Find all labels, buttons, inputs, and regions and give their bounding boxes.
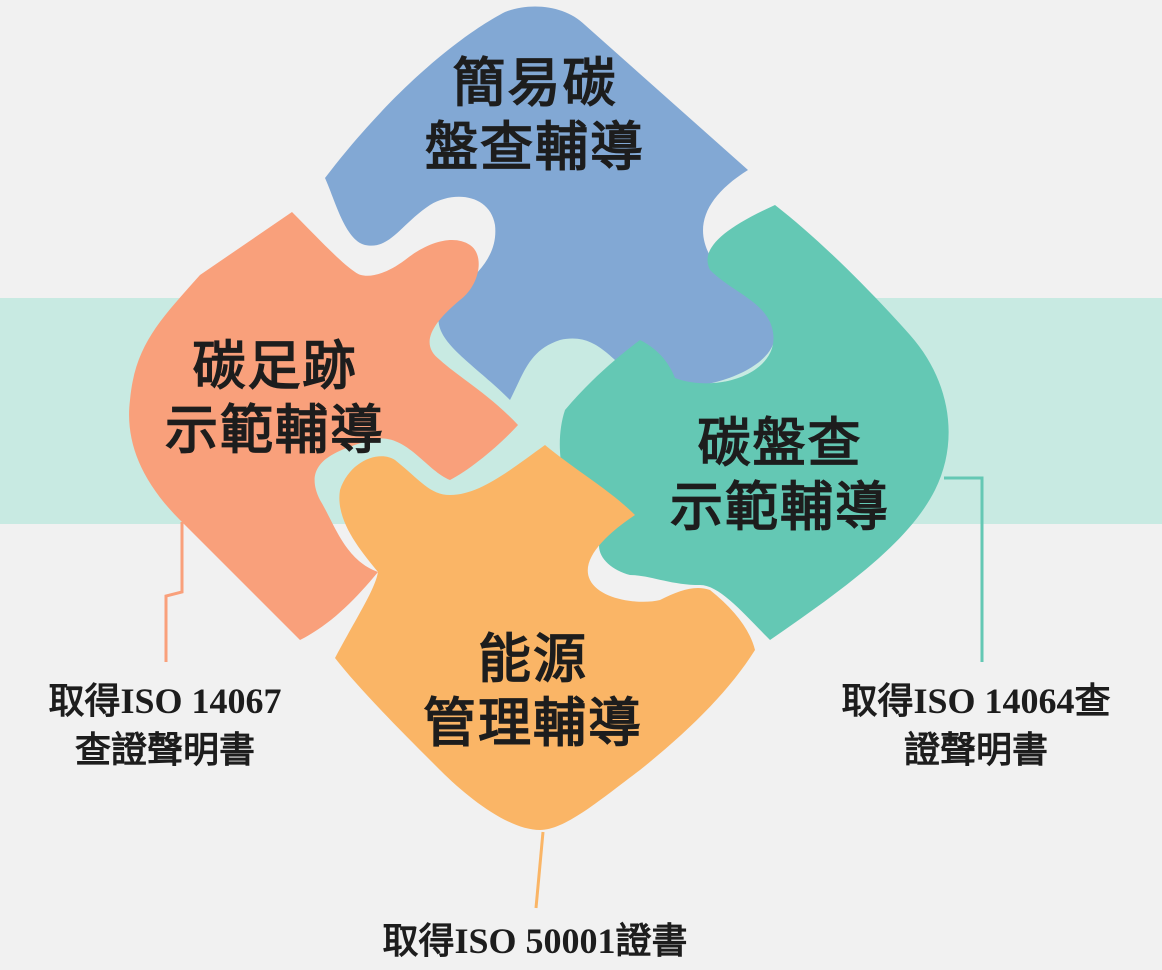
label-bottom-line1: 能源 (478, 629, 588, 690)
label-left-piece: 碳足跡 示範輔導 (140, 335, 410, 463)
cert-right-line2: 證聲明書 (903, 730, 1048, 771)
cert-caption-right: 取得ISO 14064查 證聲明書 (790, 676, 1162, 776)
label-right-line1: 碳盤查 (697, 413, 863, 474)
puzzle-piece-top (325, 6, 776, 401)
cert-left-line2: 查證聲明書 (74, 730, 255, 771)
label-bottom-line2: 管理輔導 (423, 693, 643, 754)
puzzle-piece-right (559, 205, 949, 640)
cert-right-line1: 取得ISO 14064查 (841, 681, 1111, 721)
label-right-line2: 示範輔導 (670, 477, 890, 538)
label-left-line1: 碳足跡 (192, 336, 358, 397)
connector-line-bottom (534, 831, 545, 909)
puzzle-piece-bottom (335, 445, 755, 830)
label-top-line1: 簡易碳 (452, 53, 618, 114)
cert-bottom-line1: 取得ISO 50001證書 (382, 921, 688, 961)
connector-line-right (944, 476, 984, 662)
puzzle-piece-left (129, 212, 519, 640)
label-top-line2: 盤查輔導 (425, 117, 645, 178)
label-right-piece: 碳盤查 示範輔導 (645, 412, 915, 540)
label-bottom-piece: 能源 管理輔導 (398, 628, 668, 756)
connector-line-left (164, 522, 184, 662)
cert-caption-bottom: 取得ISO 50001證書 (300, 916, 770, 966)
cert-left-line1: 取得ISO 14067 (48, 681, 282, 721)
label-top-piece: 簡易碳 盤查輔導 (400, 52, 670, 180)
cert-caption-left: 取得ISO 14067 查證聲明書 (0, 676, 330, 776)
label-left-line2: 示範輔導 (165, 400, 385, 461)
